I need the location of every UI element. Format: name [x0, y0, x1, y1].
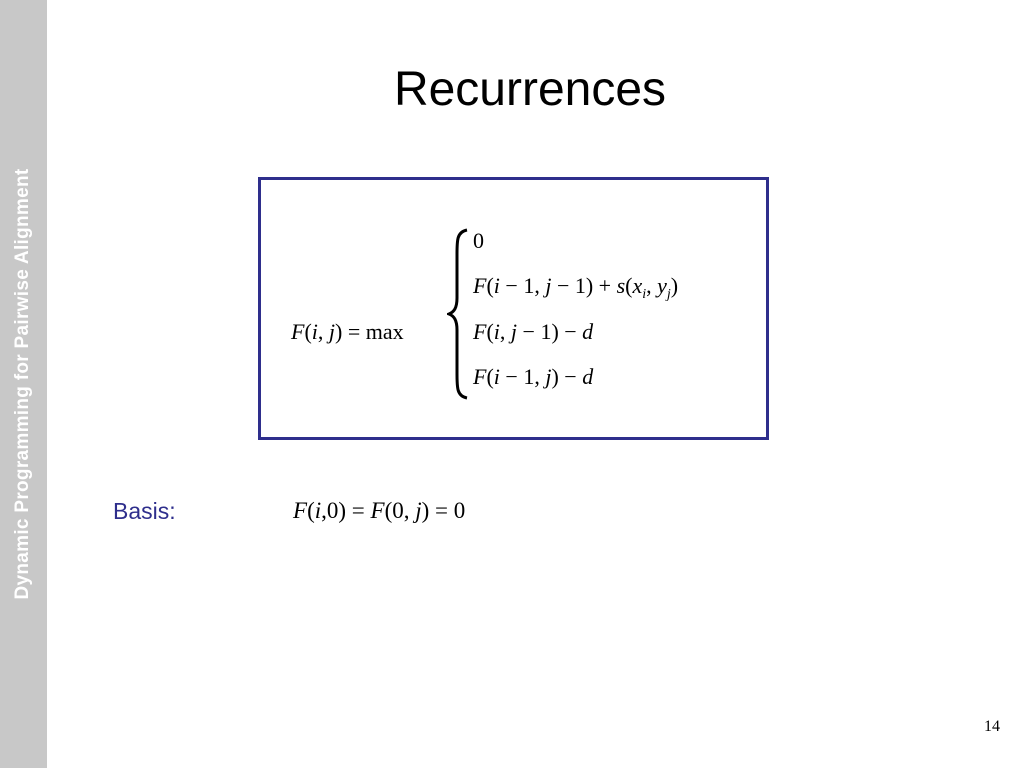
case1-open: ( [486, 273, 494, 298]
formula-case-1: F(i − 1, j − 1) + s(xi, yj) [473, 275, 678, 302]
case1-y-sub: j [666, 287, 671, 302]
case2-i: i [493, 319, 500, 344]
case2-comma: , [499, 319, 511, 344]
basis-label: Basis: [113, 498, 176, 524]
lhs-func: F [291, 319, 305, 344]
basis-open1: ( [307, 498, 315, 523]
case3-close: ) − [551, 364, 583, 389]
case1-y: y [657, 273, 667, 298]
case2-j: j [510, 319, 518, 344]
lhs-open: ( [304, 319, 312, 344]
formula-lhs: F(i, j) = max [291, 321, 404, 343]
case1-minus1: − 1, [499, 273, 546, 298]
basis-f2: F [370, 498, 385, 523]
case3-f: F [473, 364, 487, 389]
slide-title: Recurrences [393, 63, 667, 116]
case1-f: F [473, 273, 487, 298]
formula-case-3: F(i − 1, j) − d [473, 366, 593, 388]
lhs-comma: , [317, 319, 329, 344]
case3-minus: − 1, [499, 364, 546, 389]
case2-d: d [582, 319, 594, 344]
case3-i: i [493, 364, 500, 389]
case3-open: ( [486, 364, 494, 389]
lhs-eq-max: = max [342, 319, 404, 344]
page-number: 14 [984, 718, 1000, 735]
formula-case-0: 0 [473, 228, 484, 253]
basis-i: i [314, 498, 322, 523]
case1-paren: ( [625, 273, 633, 298]
case2-f: F [473, 319, 487, 344]
case2-open: ( [486, 319, 494, 344]
sidebar-title: Dynamic Programming for Pairwise Alignme… [12, 168, 33, 600]
case1-x-sub: i [642, 287, 647, 302]
case2-minus: − 1) − [517, 319, 583, 344]
curly-brace-icon [447, 228, 468, 400]
basis-rest1: ,0) = [321, 498, 371, 523]
basis-f1: F [293, 498, 308, 523]
formula-case-2: F(i, j − 1) − d [473, 321, 593, 343]
case1-comma: , [646, 273, 658, 298]
lhs-close: ) [335, 319, 343, 344]
case1-j: j [545, 273, 552, 298]
lhs-j: j [328, 319, 336, 344]
basis-j: j [415, 498, 422, 523]
lhs-i: i [311, 319, 318, 344]
case1-s: s [616, 273, 626, 298]
case1-i: i [493, 273, 500, 298]
sidebar: Dynamic Programming for Pairwise Alignme… [0, 0, 47, 768]
case1-close: ) [670, 273, 679, 298]
basis-open2: (0, [384, 498, 416, 523]
basis-rest2: ) = 0 [421, 498, 466, 523]
basis-formula: F(i,0) = F(0, j) = 0 [293, 499, 465, 522]
case3-d: d [582, 364, 594, 389]
case1-minus2: − 1) + [551, 273, 617, 298]
case3-j: j [545, 364, 552, 389]
case1-x: x [632, 273, 643, 298]
recurrence-formula-box: F(i, j) = max 0 F(i − 1, j − 1) + s(xi, … [258, 177, 769, 440]
